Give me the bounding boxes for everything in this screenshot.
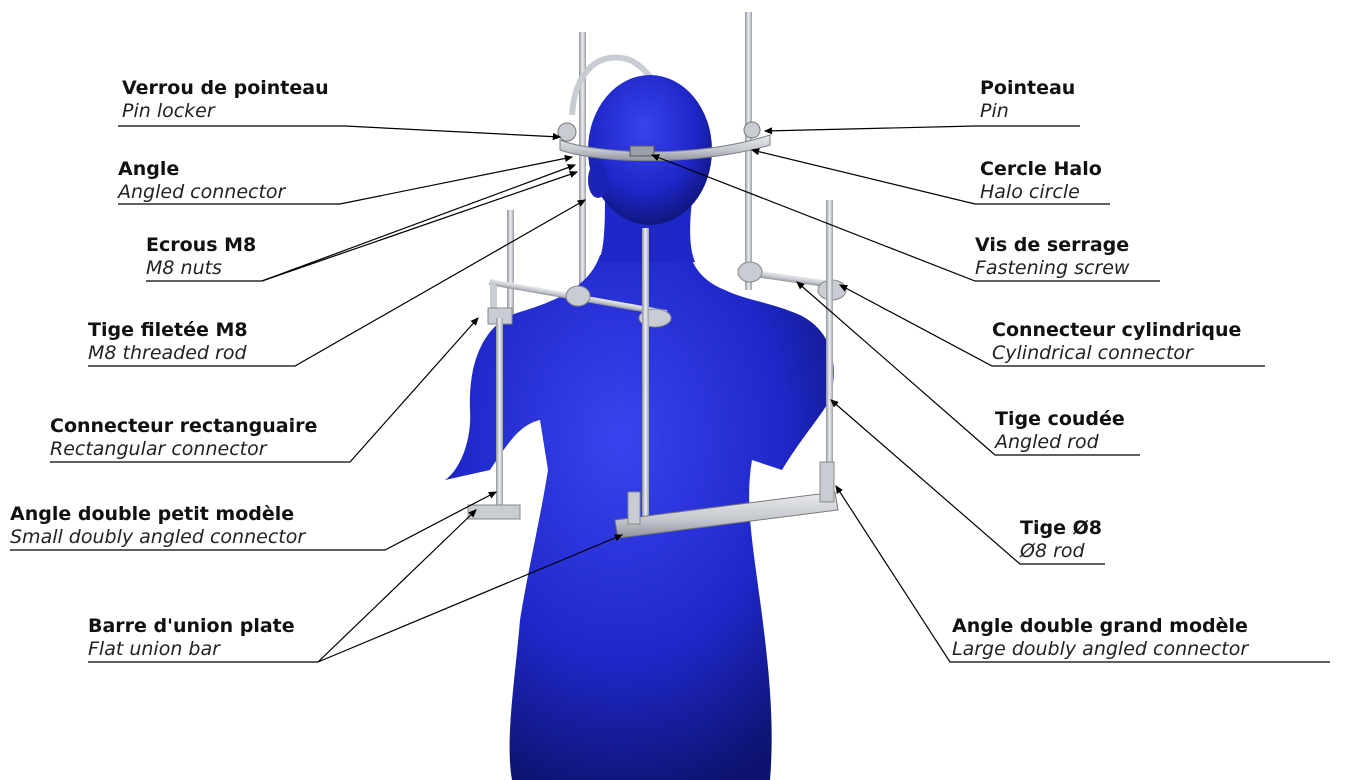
mannequin-ear <box>588 162 608 198</box>
label-en: Angled connector <box>118 181 285 203</box>
label-en: Large doubly angled connector <box>952 638 1248 660</box>
label-en: Pin locker <box>122 100 329 122</box>
label-pin-locker: Verrou de pointeau Pin locker <box>122 76 329 122</box>
pin-locker-part <box>558 123 576 141</box>
label-en: Pin <box>980 100 1075 122</box>
label-en: Rectangular connector <box>50 438 317 460</box>
label-fr: Tige Ø8 <box>1020 516 1102 540</box>
label-en: Flat union bar <box>88 638 295 660</box>
label-fr: Ecrous M8 <box>146 233 256 257</box>
label-angled-connector: Angle Angled connector <box>118 157 285 203</box>
label-fr: Pointeau <box>980 76 1075 100</box>
label-en: Halo circle <box>980 181 1102 203</box>
pin-part <box>744 122 760 138</box>
label-angled-rod: Tige coudée Angled rod <box>995 407 1125 453</box>
rod-right <box>826 200 833 490</box>
label-small-double-angle: Angle double petit modèle Small doubly a… <box>10 502 305 548</box>
label-pin: Pointeau Pin <box>980 76 1075 122</box>
rod-center <box>642 228 649 528</box>
label-fr: Verrou de pointeau <box>122 76 329 100</box>
label-en: Small doubly angled connector <box>10 526 305 548</box>
label-en: Fastening screw <box>975 257 1129 279</box>
label-fr: Tige filetée M8 <box>88 318 248 342</box>
label-en: Cylindrical connector <box>992 342 1241 364</box>
cyl-connector-left <box>566 286 590 306</box>
label-en: Ø8 rod <box>1020 540 1102 562</box>
label-fr: Connecteur rectanguaire <box>50 414 317 438</box>
label-fr: Angle <box>118 157 285 181</box>
label-cylindrical-connector: Connecteur cylindrique Cylindrical conne… <box>992 318 1241 364</box>
label-fr: Tige coudée <box>995 407 1125 431</box>
label-fr: Cercle Halo <box>980 157 1102 181</box>
label-m8-threaded-rod: Tige filetée M8 M8 threaded rod <box>88 318 248 364</box>
fastening-screw-part <box>630 146 654 156</box>
small-double-angle-part <box>468 505 520 519</box>
label-halo-circle: Cercle Halo Halo circle <box>980 157 1102 203</box>
label-large-double-angle: Angle double grand modèle Large doubly a… <box>952 614 1248 660</box>
label-fr: Barre d'union plate <box>88 614 295 638</box>
label-fr: Angle double petit modèle <box>10 502 305 526</box>
large-double-angle-part <box>820 462 834 502</box>
label-en: M8 threaded rod <box>88 342 248 364</box>
label-m8-nuts: Ecrous M8 M8 nuts <box>146 233 256 279</box>
label-en: Angled rod <box>995 431 1125 453</box>
label-rectangular-connector: Connecteur rectanguaire Rectangular conn… <box>50 414 317 460</box>
cyl-connector-right <box>738 262 762 282</box>
label-fastening-screw: Vis de serrage Fastening screw <box>975 233 1129 279</box>
rod-left-lower <box>496 318 503 508</box>
label-fr: Vis de serrage <box>975 233 1129 257</box>
label-fr: Angle double grand modèle <box>952 614 1248 638</box>
label-flat-union-bar: Barre d'union plate Flat union bar <box>88 614 295 660</box>
label-en: M8 nuts <box>146 257 256 279</box>
label-rod-8: Tige Ø8 Ø8 rod <box>1020 516 1102 562</box>
label-fr: Connecteur cylindrique <box>992 318 1241 342</box>
bar-angle-center <box>628 492 640 524</box>
